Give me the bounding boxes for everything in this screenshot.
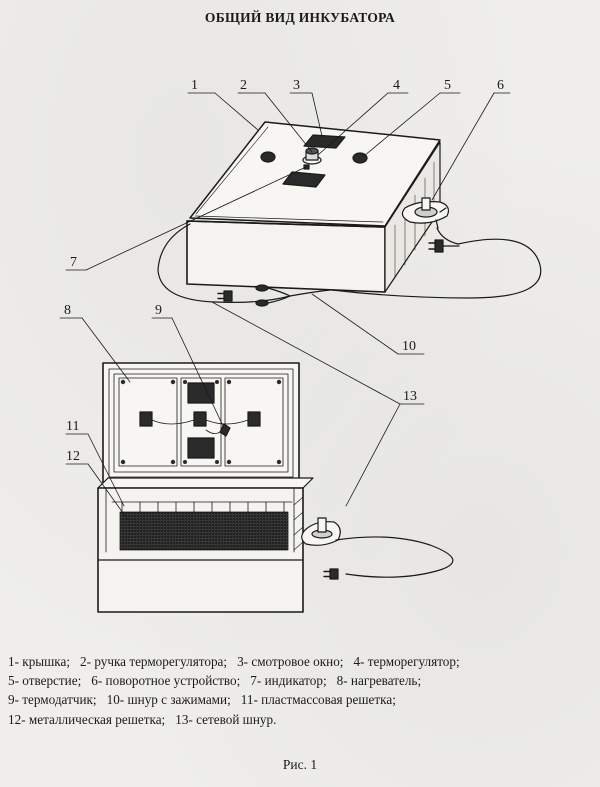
incubator-open xyxy=(97,362,454,613)
metal-mesh xyxy=(119,511,289,551)
legend-row: 12- металлическая решетка; 13- сетевой шн… xyxy=(8,710,596,729)
callout-11: 11 xyxy=(66,419,79,434)
body-front xyxy=(186,220,386,293)
plug-icon xyxy=(217,290,233,302)
callout-4: 4 xyxy=(393,78,400,93)
callout-10: 10 xyxy=(402,339,416,354)
legend-item: 4- терморегулятор; xyxy=(353,654,460,669)
rotation-device xyxy=(301,517,341,546)
legend-item: 10- шнур с зажимами; xyxy=(106,692,231,708)
plug-icon xyxy=(323,568,339,580)
legend-row: 5- отверстие; 6- поворотное устройство; 7-… xyxy=(8,671,596,690)
incubator-closed xyxy=(186,121,450,293)
callout-6: 6 xyxy=(497,78,504,93)
rotation-device xyxy=(401,197,450,229)
legend-item: 6- поворотное устройство; xyxy=(91,673,241,689)
legend: 1- крышка; 2- ручка терморегулятора; 3- см… xyxy=(8,652,596,729)
legend-item: 12- металлическая решетка; xyxy=(8,711,166,727)
leader-lines xyxy=(59,92,511,521)
legend-item: 13- сетевой шнур. xyxy=(175,711,277,727)
legend-item: 3- смотровое окно; xyxy=(237,654,344,669)
indicator xyxy=(303,164,310,170)
callout-1: 1 xyxy=(191,78,198,93)
callout-7: 7 xyxy=(70,255,77,270)
legend-item: 8- нагреватель; xyxy=(336,673,422,689)
callout-8: 8 xyxy=(64,303,71,318)
viewing-window xyxy=(303,134,346,149)
callout-12: 12 xyxy=(66,449,80,464)
clamp-icon xyxy=(255,284,291,307)
figure-title: ОБЩИЙ ВИД ИНКУБАТОРА xyxy=(204,10,396,25)
legend-item: 5- отверстие; xyxy=(8,673,82,689)
box-rim xyxy=(97,477,314,489)
callout-13: 13 xyxy=(403,389,417,404)
legend-item: 7- индикатор; xyxy=(250,673,327,689)
plug-icon xyxy=(428,239,460,253)
callout-9: 9 xyxy=(155,303,162,318)
thermosensor xyxy=(205,423,231,437)
vent-hole xyxy=(352,152,368,164)
viewing-window xyxy=(282,171,326,188)
top-cords xyxy=(157,223,542,307)
legend-item: 9- термодатчик; xyxy=(8,692,97,708)
callout-5: 5 xyxy=(444,78,451,93)
callout-3: 3 xyxy=(293,78,300,93)
legend-row: 9- термодатчик; 10- шнур с зажимами; 11- п… xyxy=(8,690,596,709)
legend-row: 1- крышка; 2- ручка терморегулятора; 3- см… xyxy=(8,652,596,671)
incubator-diagram: 1 2 3 4 5 6 7 8 9 10 11 12 13 xyxy=(59,78,542,613)
legend-item: 11- пластмассовая решетка; xyxy=(240,692,396,708)
callout-2: 2 xyxy=(240,78,247,93)
figure-caption: Рис. 1 xyxy=(282,757,318,772)
legend-item: 1- крышка; xyxy=(8,654,71,669)
legend-item: 2- ручка терморегулятора; xyxy=(80,654,228,669)
vent-hole xyxy=(260,151,276,163)
